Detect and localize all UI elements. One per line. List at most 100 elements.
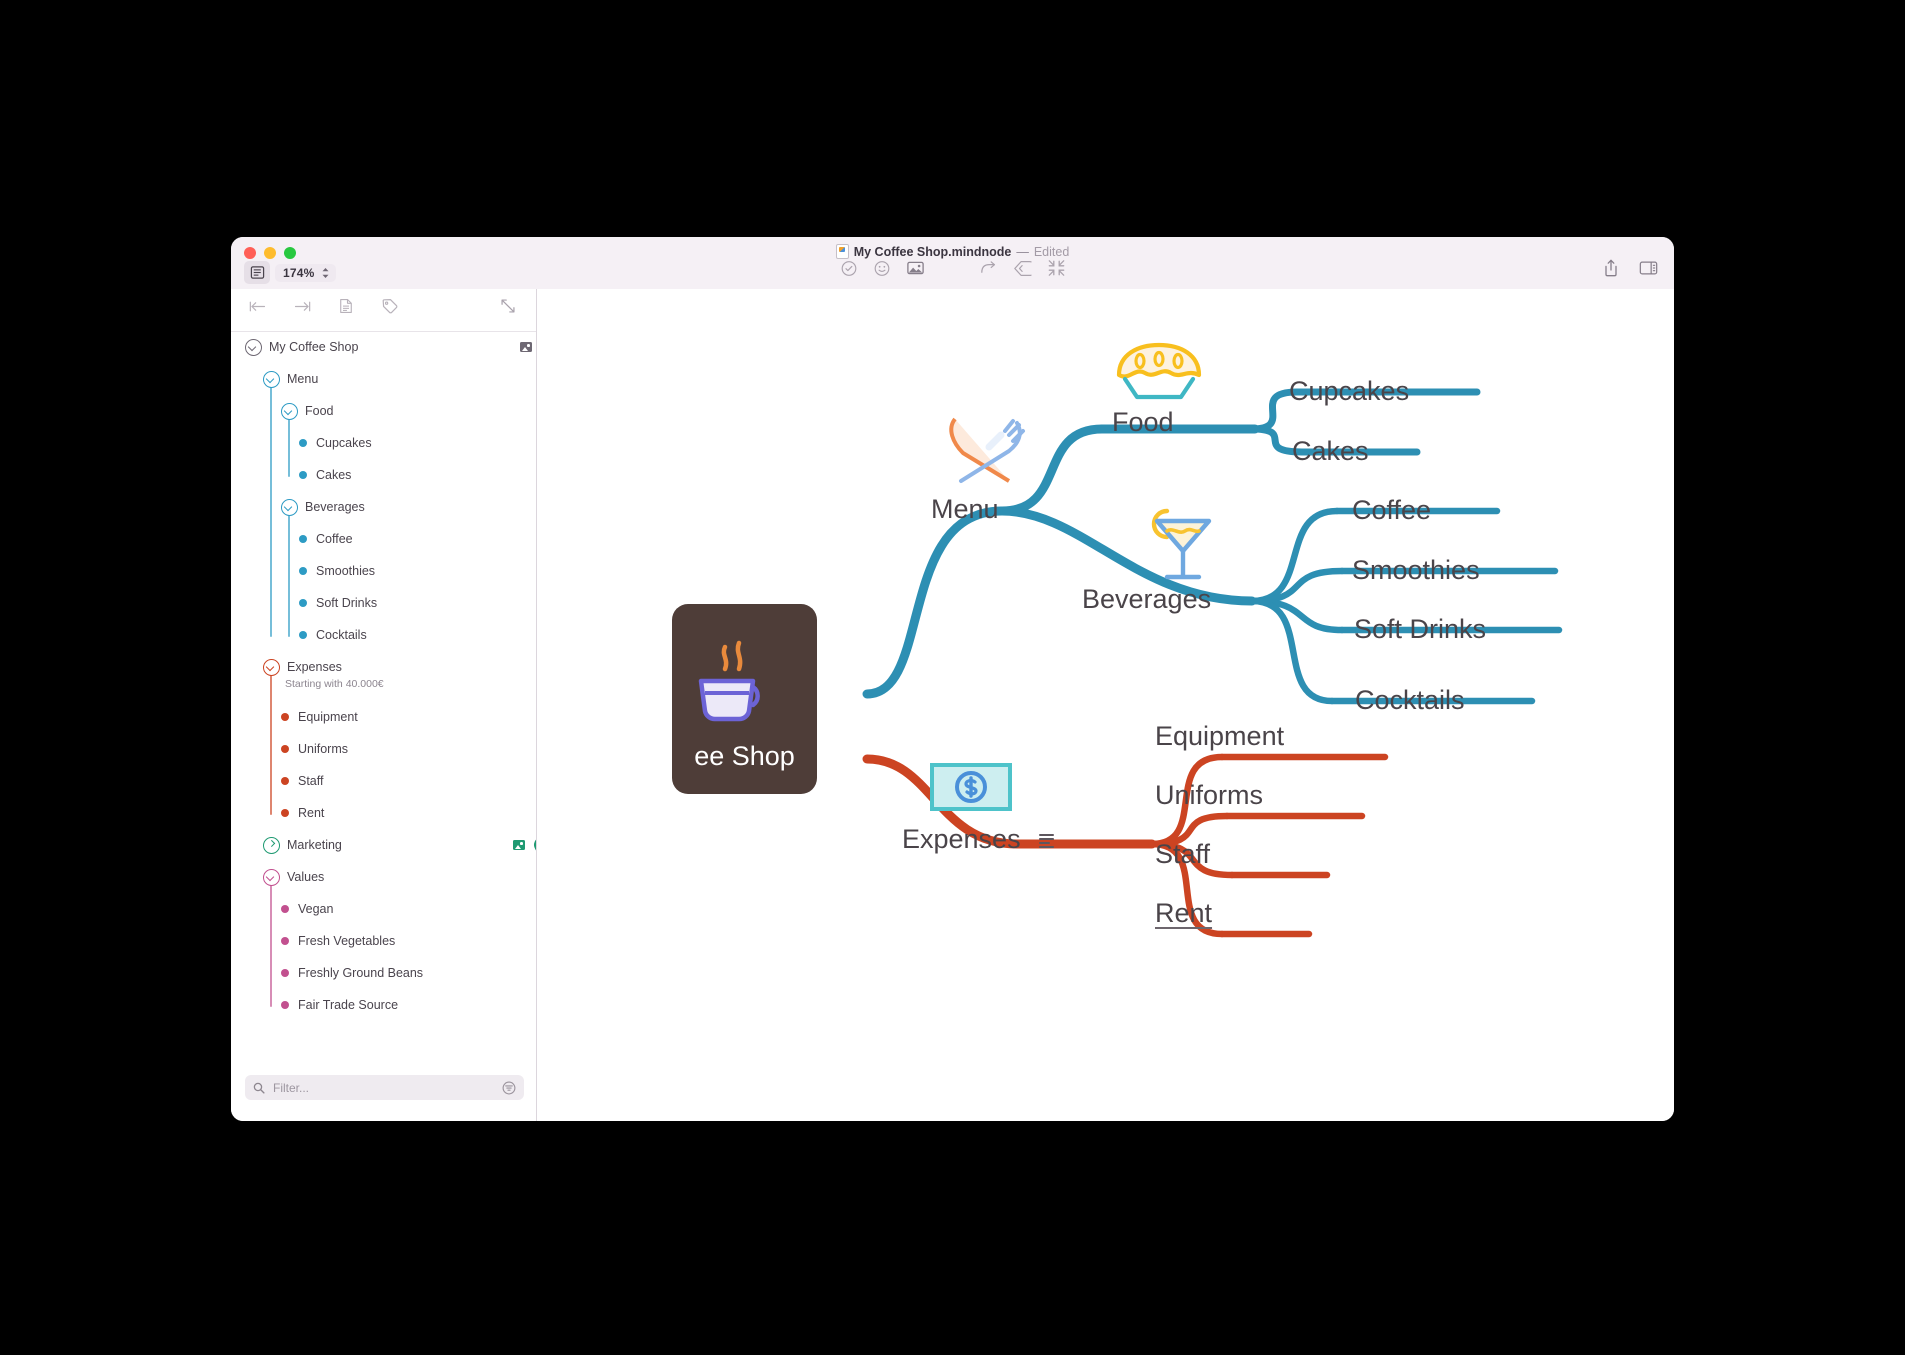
outline-item-values[interactable]: Values xyxy=(231,861,536,893)
indent-icon[interactable] xyxy=(294,300,311,313)
outline-item-cakes[interactable]: Cakes xyxy=(231,459,536,491)
mindmap-node-expenses-label: Expenses xyxy=(902,824,1021,854)
mindmap-canvas[interactable]: ee Shop Menu Food Cupcakes Cakes xyxy=(537,289,1674,1121)
outline-connector-line xyxy=(288,515,290,637)
maximize-button[interactable] xyxy=(284,247,296,259)
mindmap-node-cakes[interactable]: Cakes xyxy=(1292,436,1369,466)
outline-item-rent[interactable]: Rent xyxy=(231,797,536,829)
outdent-icon[interactable] xyxy=(249,300,266,313)
outline-item-label: Marketing xyxy=(287,838,342,852)
outline-item-marketing[interactable]: Marketing xyxy=(231,829,536,861)
mindmap-node-beverages[interactable]: Beverages xyxy=(1082,584,1212,614)
chevron-down-icon[interactable] xyxy=(263,370,280,388)
outline-item-label: Values xyxy=(287,870,325,884)
collapse-arrows-icon[interactable] xyxy=(1047,259,1065,277)
mindmap-node-equipment[interactable]: Equipment xyxy=(1155,721,1285,751)
bullet-icon xyxy=(299,535,307,543)
outline-item-beverages[interactable]: Beverages xyxy=(231,491,536,523)
bullet-icon xyxy=(299,599,307,607)
inspector-panel-icon[interactable] xyxy=(1639,260,1658,276)
mindmap-node-soft-drinks[interactable]: Soft Drinks xyxy=(1354,614,1487,644)
outline-item-label: My Coffee Shop xyxy=(269,340,359,354)
mindmap-node-smoothies[interactable]: Smoothies xyxy=(1352,555,1480,585)
chevron-down-icon[interactable] xyxy=(263,868,280,886)
sidebar-tool-buttons xyxy=(249,298,398,314)
title-bar: My Coffee Shop.mindnode — Edited 174% xyxy=(231,237,1674,290)
document-state: Edited xyxy=(1033,244,1070,259)
outline-item-note: Starting with 40.000€ xyxy=(285,678,384,690)
sidebar-toggle-button[interactable] xyxy=(244,261,270,284)
bullet-icon xyxy=(299,567,307,575)
outline-item-smoothies[interactable]: Smoothies xyxy=(231,555,536,587)
mindmap-node-uniforms[interactable]: Uniforms xyxy=(1155,780,1264,810)
mindmap-node-staff[interactable]: Staff xyxy=(1155,839,1211,869)
toolbar-right-actions xyxy=(1603,259,1658,277)
outline-item-label: Uniforms xyxy=(298,742,349,756)
outline-item-cocktails[interactable]: Cocktails xyxy=(231,619,536,651)
back-chevron-icon[interactable] xyxy=(1013,260,1031,277)
bullet-icon xyxy=(281,1001,289,1009)
share-icon[interactable] xyxy=(1603,259,1619,277)
outline-item-label: Vegan xyxy=(298,902,334,916)
checkmark-circle-icon[interactable] xyxy=(840,260,857,277)
document-icon xyxy=(835,244,849,259)
chevron-down-icon[interactable] xyxy=(245,338,262,356)
application-window: My Coffee Shop.mindnode — Edited 174% xyxy=(231,237,1674,1121)
bullet-icon xyxy=(281,905,289,913)
outline-connector-line xyxy=(288,419,290,477)
outline-item-uniforms[interactable]: Uniforms xyxy=(231,733,536,765)
outline-item-cupcakes[interactable]: Cupcakes xyxy=(231,427,536,459)
outline-item-coffee[interactable]: Coffee xyxy=(231,523,536,555)
chevron-down-icon[interactable] xyxy=(263,658,280,676)
document-name: My Coffee Shop.mindnode xyxy=(853,244,1012,259)
image-attachment-icon[interactable] xyxy=(520,342,532,352)
mindmap-root-label: ee Shop xyxy=(694,741,795,771)
stepper-arrows-icon xyxy=(321,267,330,279)
mindmap-node-expenses[interactable]: Expenses xyxy=(902,824,1055,855)
mindmap-node-cocktails[interactable]: Cocktails xyxy=(1355,685,1465,715)
chevron-down-icon[interactable] xyxy=(281,402,298,420)
mindmap-node-menu[interactable]: Menu xyxy=(931,494,999,524)
outline-item-freshly-ground-beans[interactable]: Freshly Ground Beans xyxy=(231,957,536,989)
outline-item-menu[interactable]: Menu xyxy=(231,363,536,395)
outline-item-equipment[interactable]: Equipment xyxy=(231,701,536,733)
mindmap-node-coffee[interactable]: Coffee xyxy=(1352,495,1432,525)
sidebar-toolbar xyxy=(231,289,536,332)
chevron-down-icon[interactable] xyxy=(281,498,298,516)
fork-knife-icon xyxy=(949,417,1025,483)
outline-item-fresh-vegetables[interactable]: Fresh Vegetables xyxy=(231,925,536,957)
minimize-button[interactable] xyxy=(264,247,276,259)
mindmap-node-food[interactable]: Food xyxy=(1112,407,1174,437)
outline-item-fair-trade-source[interactable]: Fair Trade Source xyxy=(231,989,536,1021)
note-icon[interactable] xyxy=(339,298,353,314)
cocktail-glass-icon xyxy=(1151,508,1212,580)
outline-item-food[interactable]: Food xyxy=(231,395,536,427)
image-attachment-icon[interactable] xyxy=(513,840,525,850)
title-separator: — xyxy=(1016,244,1029,259)
redo-arrow-icon[interactable] xyxy=(978,260,997,276)
mindmap-node-rent[interactable]: Rent xyxy=(1155,898,1213,928)
outline-item-vegan[interactable]: Vegan xyxy=(231,893,536,925)
filter-input[interactable] xyxy=(271,1079,496,1096)
progress-ring-icon[interactable] xyxy=(531,834,536,856)
outline-item-badges xyxy=(513,834,536,856)
cupcake-icon xyxy=(1116,342,1202,400)
outline-item-label: Smoothies xyxy=(316,564,376,578)
filter-options-icon[interactable] xyxy=(502,1081,516,1095)
outline-item-label: Staff xyxy=(298,774,324,788)
image-icon[interactable] xyxy=(906,260,924,276)
bullet-icon xyxy=(281,745,289,753)
outline-item-label: Cakes xyxy=(316,468,352,482)
close-button[interactable] xyxy=(244,247,256,259)
filter-field[interactable] xyxy=(245,1075,524,1100)
emoji-smiley-icon[interactable] xyxy=(873,260,890,277)
outline-connector-line xyxy=(270,387,272,637)
mindmap-node-cupcakes[interactable]: Cupcakes xyxy=(1289,376,1410,406)
zoom-level-stepper[interactable]: 174% xyxy=(275,263,336,282)
chevron-right-icon[interactable] xyxy=(263,836,280,854)
sidebar-expand-button[interactable] xyxy=(500,298,516,319)
outline-item-my-coffee-shop[interactable]: My Coffee Shop xyxy=(231,331,536,363)
outline-item-soft-drinks[interactable]: Soft Drinks xyxy=(231,587,536,619)
tag-icon[interactable] xyxy=(381,298,398,314)
outline-item-staff[interactable]: Staff xyxy=(231,765,536,797)
